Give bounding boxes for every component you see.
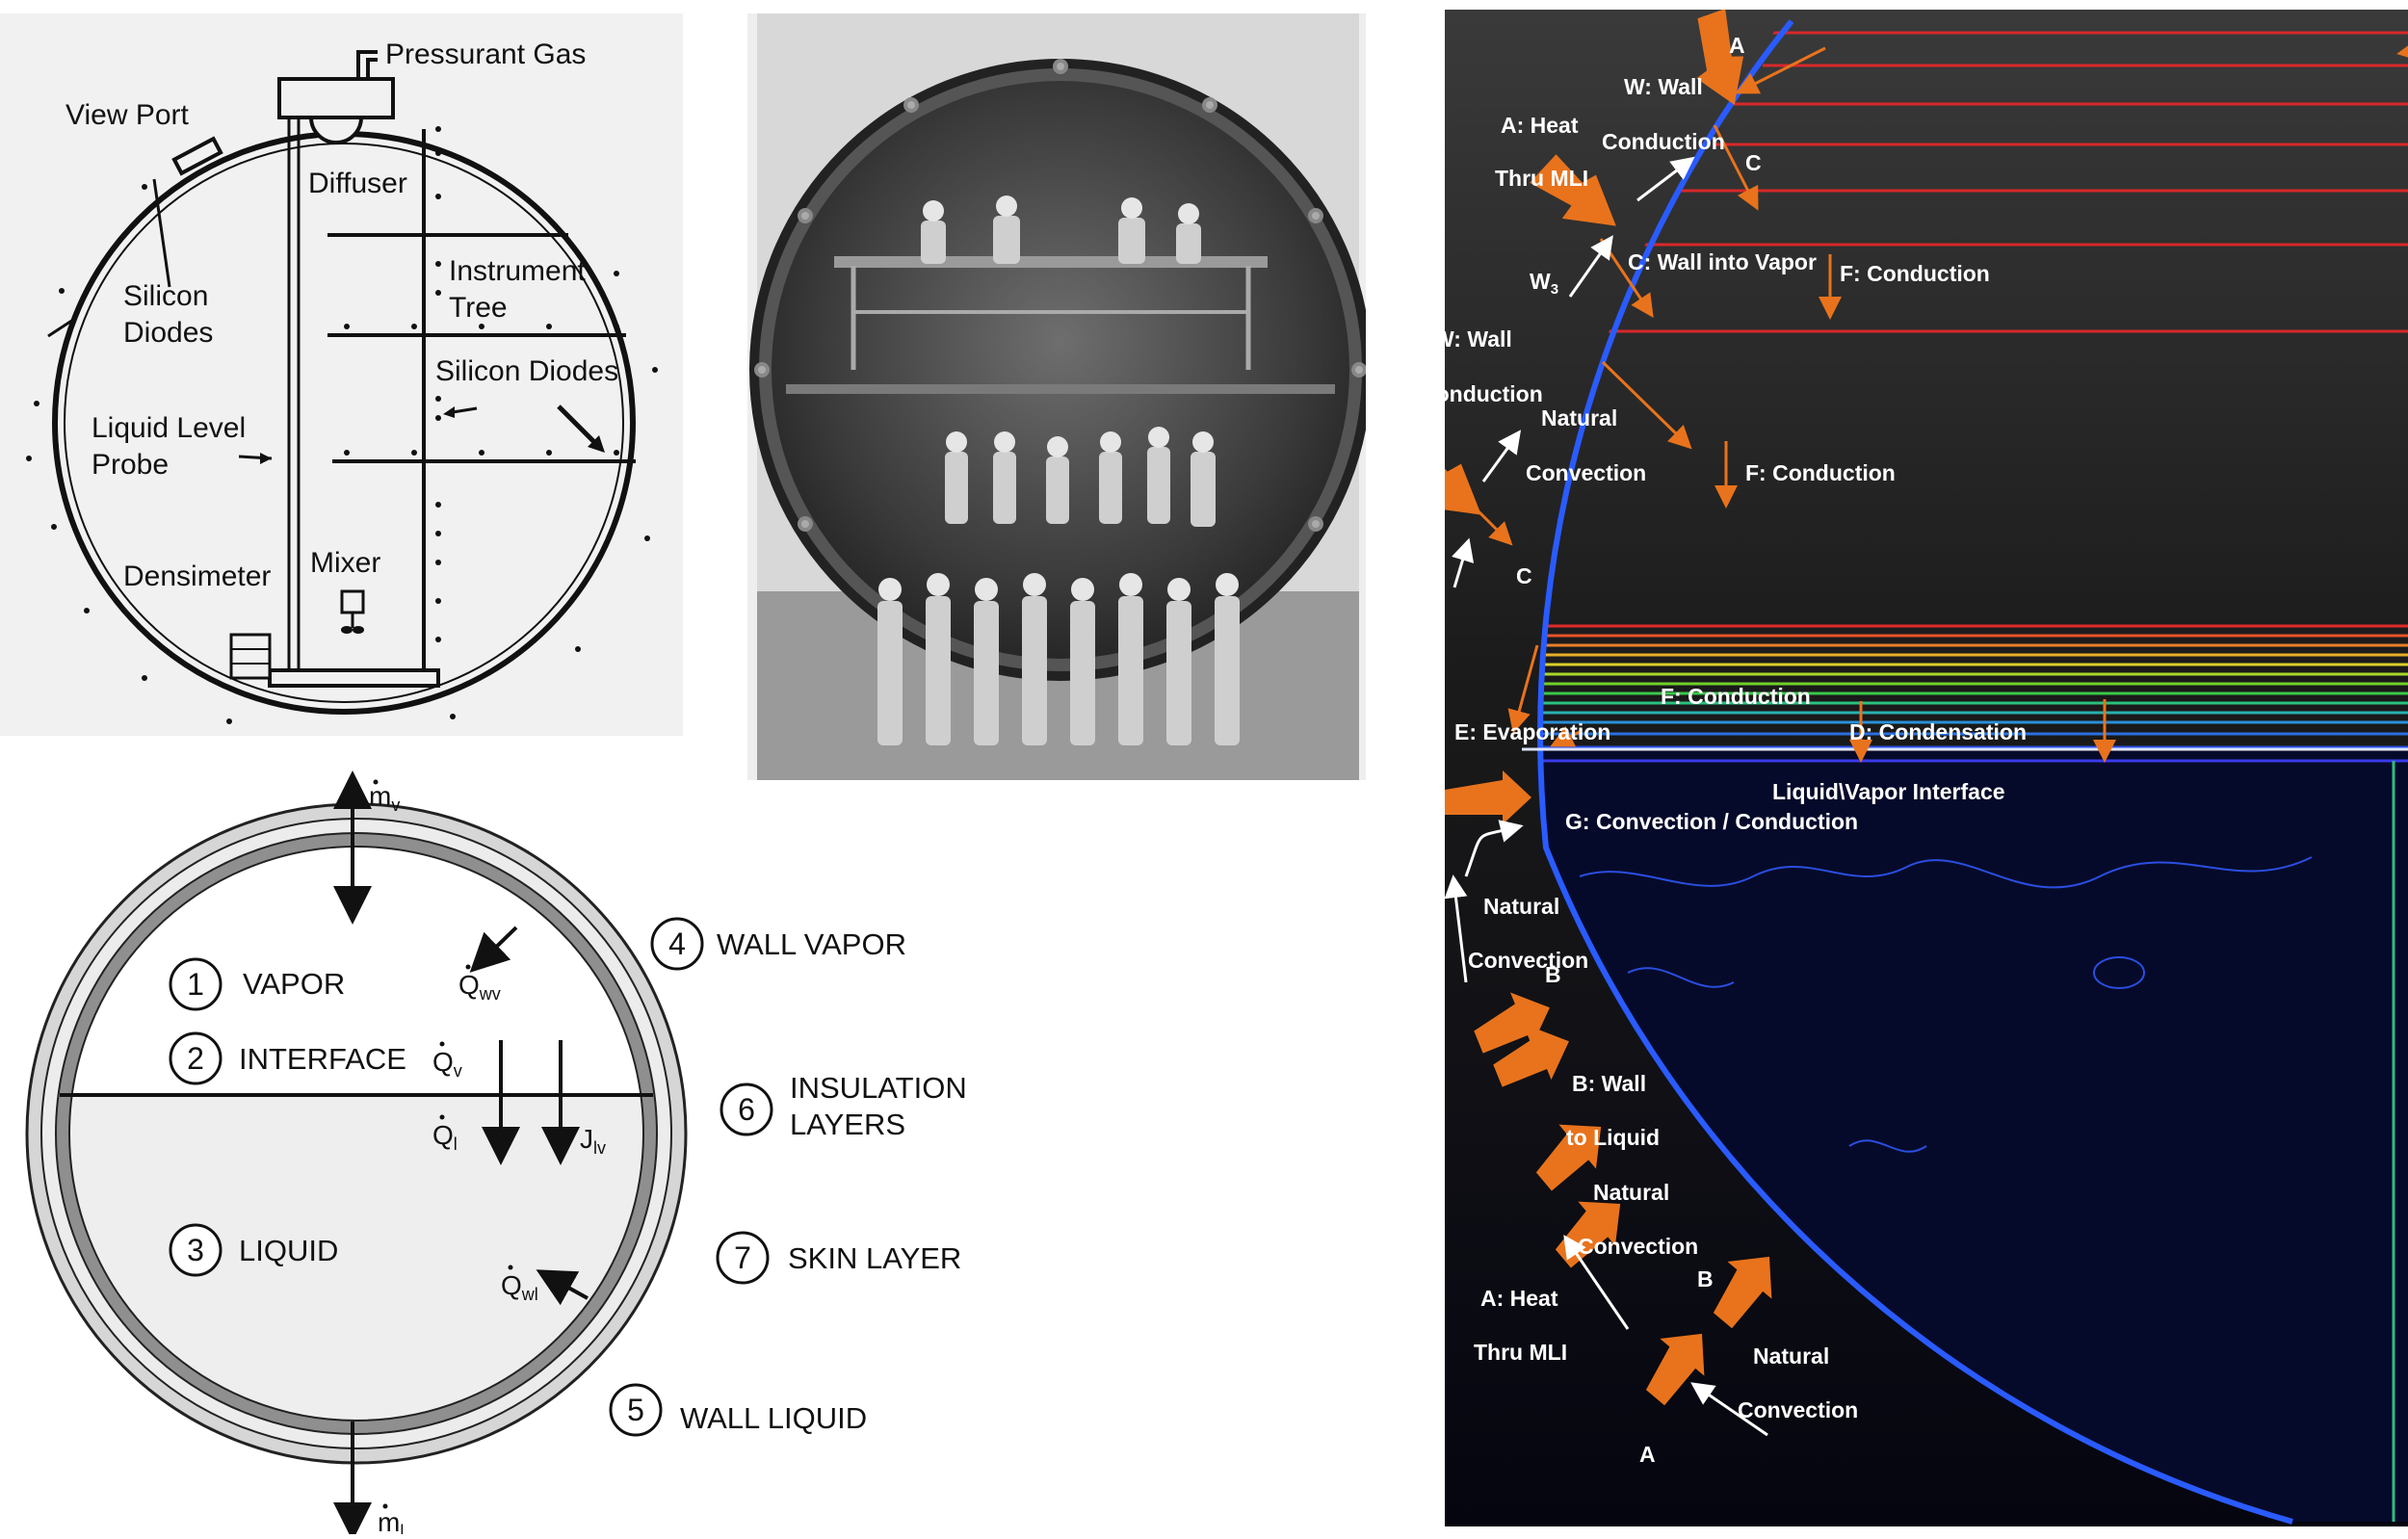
node-2-label: INTERFACE <box>239 1042 406 1076</box>
label-c-mid: C <box>1516 563 1532 588</box>
label-g-convection: G: Convection / Conduction <box>1565 809 1858 834</box>
flux-q-wv: Qwv <box>458 970 501 1004</box>
label-liquid-level: Liquid Level <box>92 412 246 444</box>
label-a-top: A <box>1729 33 1745 58</box>
label-natural-4: Natural <box>1753 1343 1829 1369</box>
label-natural-3: Natural <box>1593 1180 1669 1205</box>
label-d-condensation: D: Condensation <box>1849 719 2027 744</box>
liquid-swirls <box>1579 856 2313 1153</box>
flux-q-wl: Qwl <box>501 1270 538 1304</box>
label-f-conduction-1: F: Conduction <box>1840 261 1990 286</box>
label-convection-2: Convection <box>1468 948 1588 973</box>
node-1-label: VAPOR <box>243 967 345 1001</box>
node-3-label: LIQUID <box>239 1234 338 1267</box>
people-silhouettes <box>877 216 1240 745</box>
label-conduction-2: Conduction <box>1445 381 1543 406</box>
top-port <box>277 77 395 119</box>
flux-j-lv: Jlv <box>580 1124 606 1158</box>
node-4-label: WALL VAPOR <box>717 927 906 961</box>
label-b-1: B <box>1545 962 1561 987</box>
label-convection-1: Convection <box>1526 460 1646 485</box>
view-port-shape <box>171 136 223 176</box>
cfd-svg: A W: Wall Conduction A: Heat Thru MLI C … <box>1395 9 2408 1526</box>
label-conduction-1: Conduction <box>1602 129 1725 154</box>
node-7-label: SKIN LAYER <box>788 1241 961 1275</box>
wall-diode-dots <box>26 126 658 724</box>
flux-q-v: Qv <box>432 1047 462 1081</box>
mixer-box <box>340 589 365 614</box>
pointer-silicon <box>152 178 171 288</box>
label-f-conduction-3: F: Conduction <box>1661 684 1811 709</box>
chamber-interior <box>772 81 1349 659</box>
people-heads <box>878 196 1239 601</box>
label-silicon: Silicon <box>123 280 208 312</box>
nodal-model-diagram: 1 2 3 4 5 6 7 VAPOR INTERFACE LIQUID WAL… <box>0 770 1011 1539</box>
label-w-wall-2: W: Wall <box>1445 326 1512 352</box>
label-b-2: B <box>1697 1266 1714 1291</box>
vapor-isotherms <box>1589 31 2408 333</box>
label-view-port: View Port <box>65 99 190 131</box>
tree-sensor-dots <box>344 150 619 642</box>
bottom-flange <box>268 668 440 688</box>
label-silicon-diodes: Silicon Diodes <box>435 355 618 387</box>
node-6-number: 6 <box>738 1092 755 1127</box>
label-f-conduction-2: F: Conduction <box>1745 460 1896 485</box>
flux-q-l: Ql <box>432 1120 458 1154</box>
label-thru-mli-2: Thru MLI <box>1474 1340 1567 1365</box>
tank-sketch-svg: Pressurant Gas View Port Diffuser Silico… <box>26 39 658 724</box>
label-diffuser: Diffuser <box>308 168 407 199</box>
label-a-heat-2: A: Heat <box>1480 1286 1558 1311</box>
node-3-number: 3 <box>187 1233 204 1267</box>
cfd-simulation-panel: A W: Wall Conduction A: Heat Thru MLI C … <box>1395 9 2408 1526</box>
nodal-diagram-svg: 1 2 3 4 5 6 7 VAPOR INTERFACE LIQUID WAL… <box>25 770 967 1539</box>
label-natural-1: Natural <box>1541 405 1617 430</box>
node-2-number: 2 <box>187 1041 204 1076</box>
node-7-number: 7 <box>734 1240 751 1275</box>
flux-m-l: ml <box>378 1507 404 1534</box>
node-4-number: 4 <box>668 926 686 961</box>
densimeter-box <box>229 633 272 680</box>
label-diodes: Diodes <box>123 317 213 349</box>
label-c-top: C <box>1745 150 1762 175</box>
node-5-label: WALL LIQUID <box>680 1401 867 1435</box>
label-e-evaporation: E: Evaporation <box>1454 719 1610 744</box>
label-convection-4: Convection <box>1738 1397 1858 1422</box>
stratified-layers <box>1538 624 2408 763</box>
label-tree: Tree <box>449 292 508 324</box>
node-6-label: INSULATION <box>790 1071 967 1105</box>
label-mixer: Mixer <box>310 547 380 579</box>
node-6-label-2: LAYERS <box>790 1108 905 1141</box>
platform-deck <box>834 256 1268 268</box>
label-a-heat-1: A: Heat <box>1501 113 1579 138</box>
tank-inner-shell <box>64 143 624 703</box>
pressurant-pipe <box>356 50 378 79</box>
flux-m-v: mv <box>369 781 400 815</box>
tank-wall <box>1537 19 2293 1525</box>
tank-sketch-figure: Pressurant Gas View Port Diffuser Silico… <box>0 13 683 736</box>
label-densimeter: Densimeter <box>123 561 271 592</box>
label-a-bottom: A <box>1639 1442 1656 1467</box>
diffuser-shape <box>308 116 364 144</box>
label-convection-3: Convection <box>1578 1234 1698 1259</box>
vacuum-chamber-photo <box>747 13 1372 780</box>
label-thru-mli-1: Thru MLI <box>1495 166 1588 191</box>
node-1-number: 1 <box>187 967 204 1002</box>
convection-arrows <box>1444 156 1768 1437</box>
label-probe: Probe <box>92 449 169 481</box>
label-instrument: Instrument <box>449 255 586 287</box>
label-b-wall: B: Wall <box>1572 1071 1646 1096</box>
label-natural-2: Natural <box>1483 894 1559 919</box>
chamber-photo-svg <box>749 13 1372 780</box>
label-w-wall-1: W: Wall <box>1624 74 1703 99</box>
node-5-number: 5 <box>627 1393 644 1427</box>
label-pressurant-gas: Pressurant Gas <box>385 39 586 70</box>
label-c-wall-vapor: C: Wall into Vapor <box>1628 249 1817 274</box>
label-to-liquid: to Liquid <box>1566 1125 1660 1150</box>
chamber-bolts <box>754 59 1367 532</box>
label-w3: W3 <box>1530 269 1558 298</box>
label-liquid-vapor-interface: Liquid\Vapor Interface <box>1772 779 2005 804</box>
